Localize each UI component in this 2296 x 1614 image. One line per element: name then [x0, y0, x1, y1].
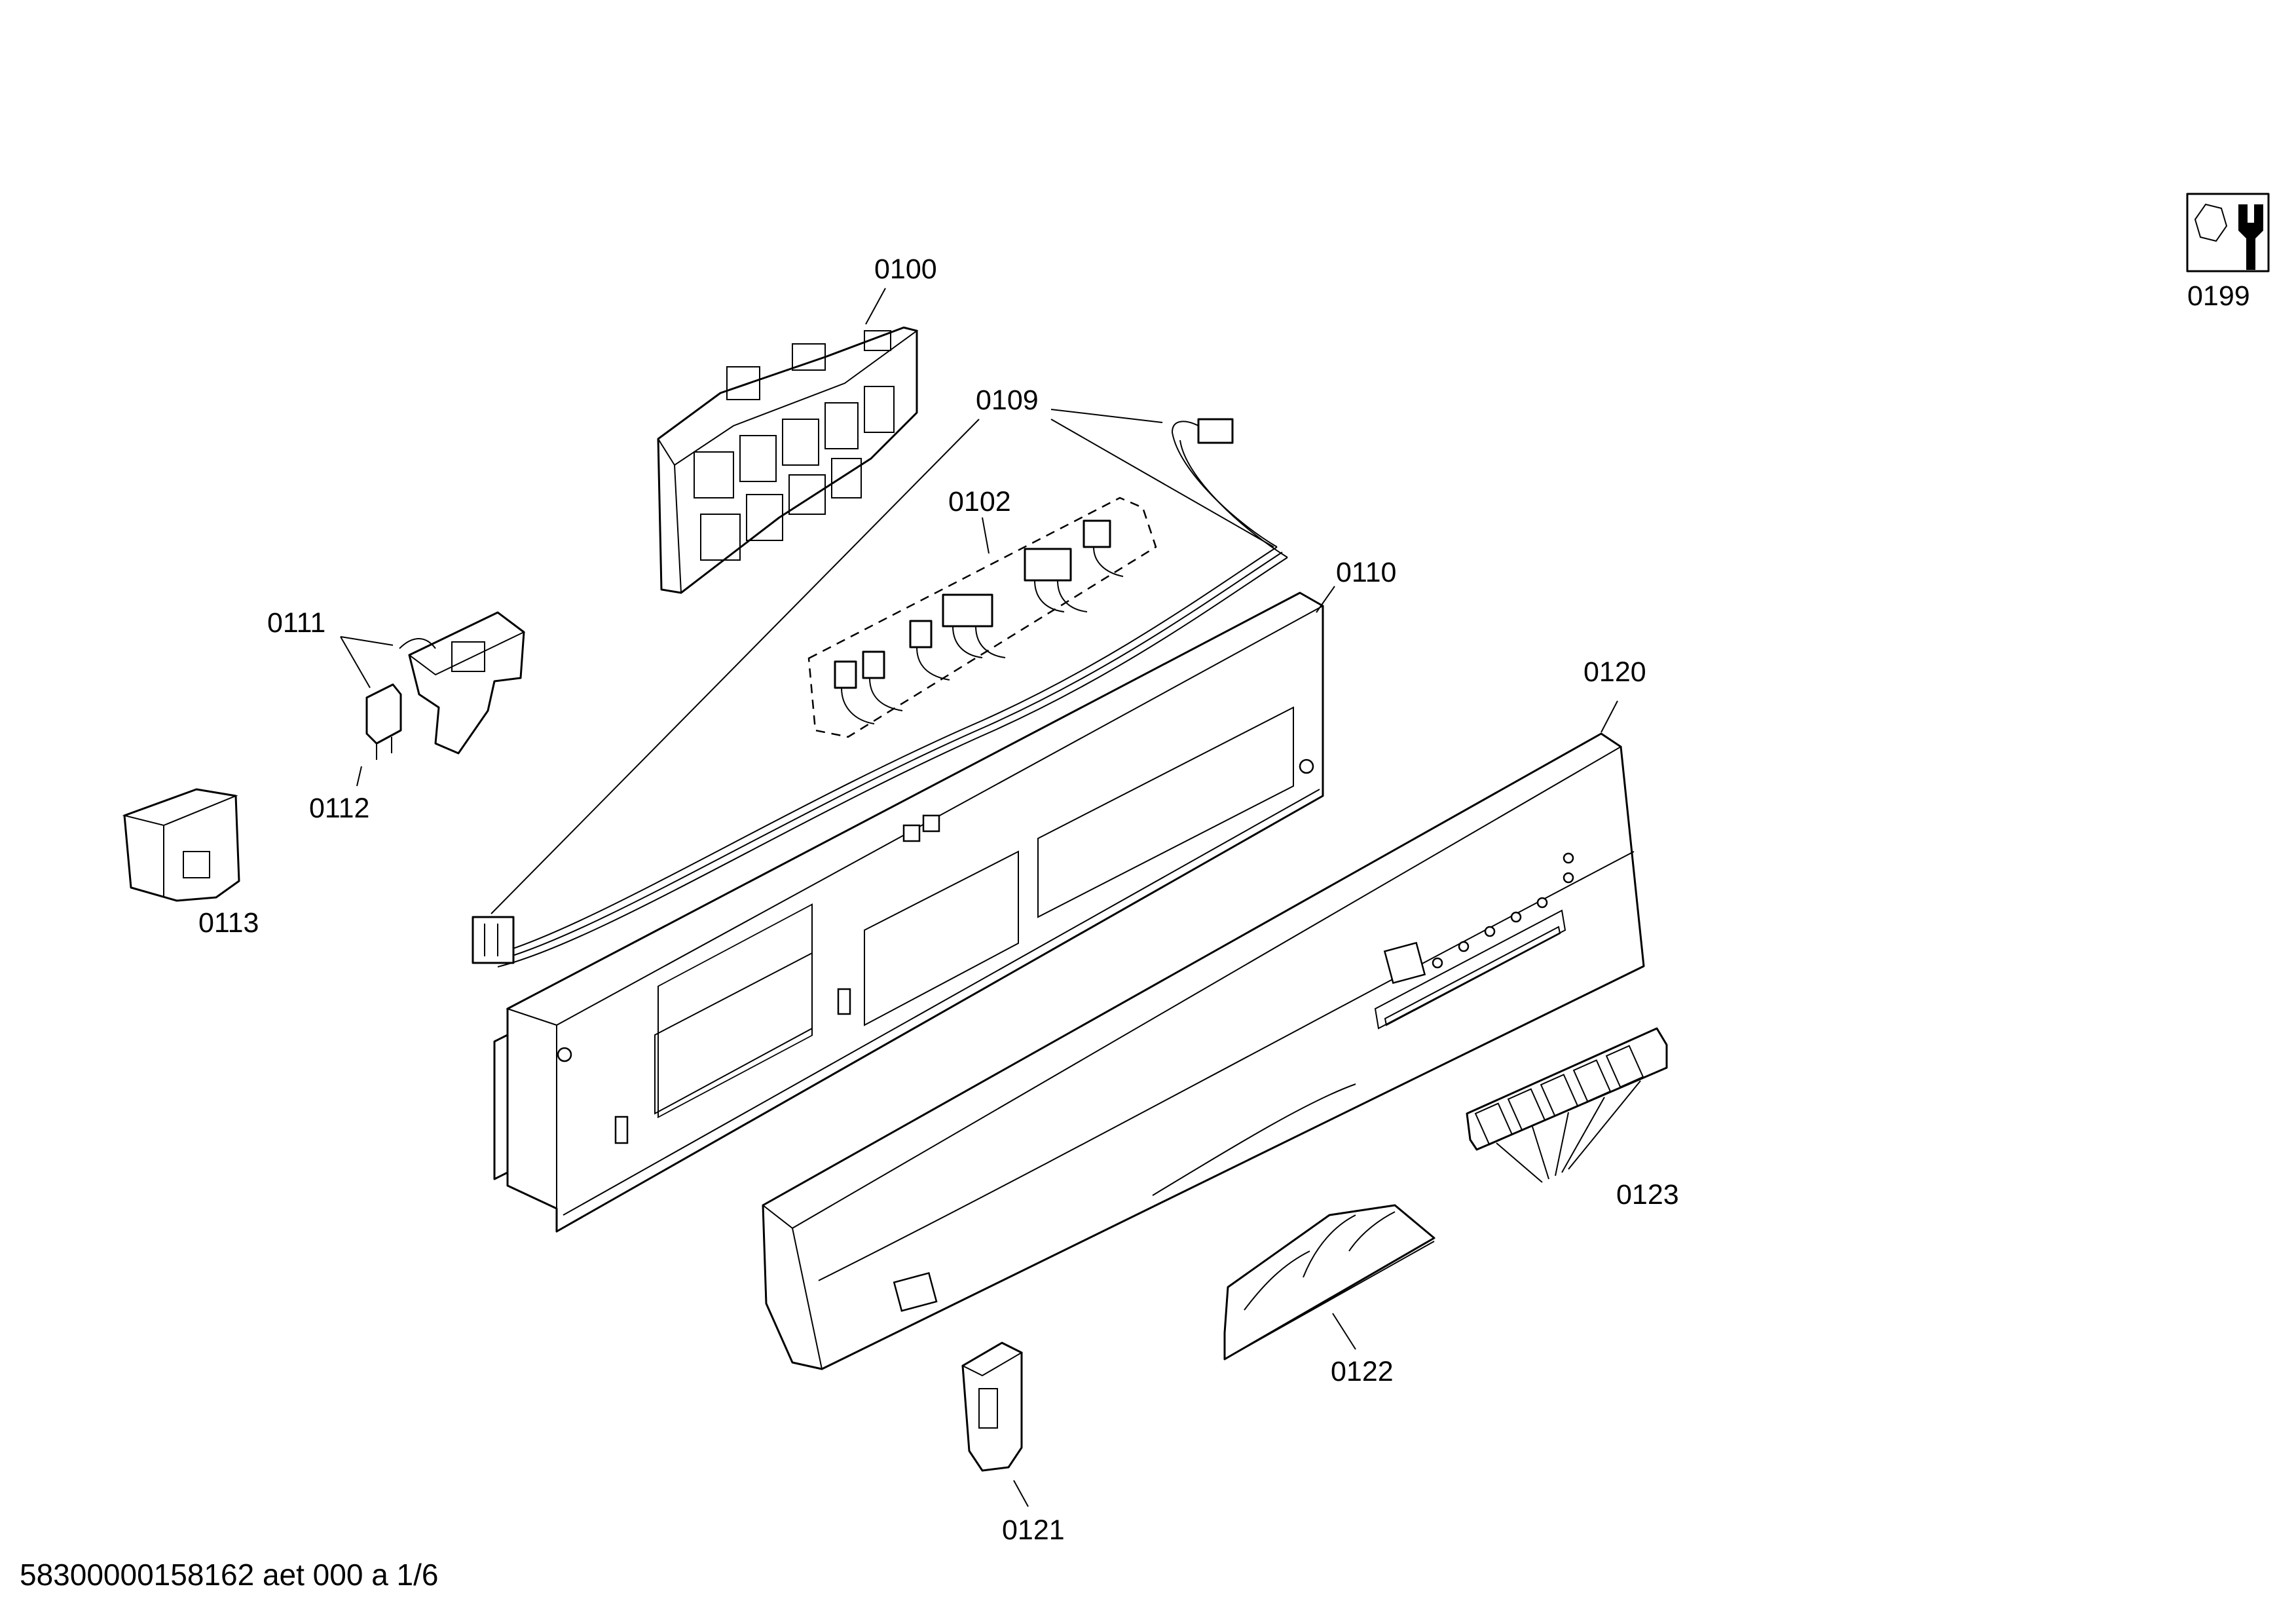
capacitor-part-0112 — [365, 683, 402, 760]
part-label-0102: 0102 — [948, 486, 1011, 517]
leader-0121 — [1013, 1480, 1029, 1507]
part-label-0100: 0100 — [874, 253, 937, 285]
leader-0110 — [1316, 586, 1335, 613]
leader-0100 — [865, 288, 886, 325]
part-label-0199: 0199 — [2187, 280, 2250, 312]
switch-part-0113 — [122, 788, 240, 902]
leader-0109-a — [491, 419, 980, 914]
part-label-0121: 0121 — [1002, 1514, 1065, 1546]
part-label-0120: 0120 — [1583, 656, 1646, 688]
leader-0123-b — [1532, 1126, 1549, 1180]
nut-and-wrench-icon — [2186, 193, 2270, 272]
document-id: 58300000158162 aet 000 a 1/6 — [20, 1558, 439, 1592]
leader-0122 — [1332, 1313, 1356, 1350]
leader-0111-a — [340, 636, 394, 646]
leader-0109-b — [1050, 419, 1274, 548]
part-label-0123: 0123 — [1616, 1179, 1679, 1210]
leader-0123-d — [1561, 1097, 1605, 1173]
front-panel-0120 — [762, 732, 1645, 1370]
bracket-part-0121 — [961, 1342, 1024, 1472]
part-label-0112: 0112 — [309, 793, 369, 824]
leader-0109-c — [1050, 409, 1163, 423]
leader-0111-b — [340, 636, 371, 688]
panel-frame-0110 — [493, 591, 1325, 1233]
part-label-0113: 0113 — [198, 907, 259, 939]
control-module-0100 — [657, 326, 919, 594]
leader-0123-a — [1496, 1142, 1543, 1183]
leader-0123-e — [1568, 1080, 1641, 1170]
connector-set-0102 — [807, 497, 1157, 738]
part-label-0111: 0111 — [267, 607, 325, 639]
part-label-0110: 0110 — [1336, 557, 1396, 588]
handle-part-0122 — [1223, 1204, 1435, 1361]
leader-0112 — [356, 766, 362, 787]
leader-0120 — [1601, 700, 1618, 733]
part-label-0109: 0109 — [976, 385, 1039, 416]
part-label-0122: 0122 — [1331, 1356, 1394, 1387]
leader-0102 — [982, 517, 990, 554]
door-lock-part-0111 — [399, 611, 525, 755]
button-strip-0123 — [1466, 1027, 1668, 1151]
leader-0123-c — [1555, 1112, 1569, 1176]
wiring-harness-0109 — [472, 418, 1288, 967]
